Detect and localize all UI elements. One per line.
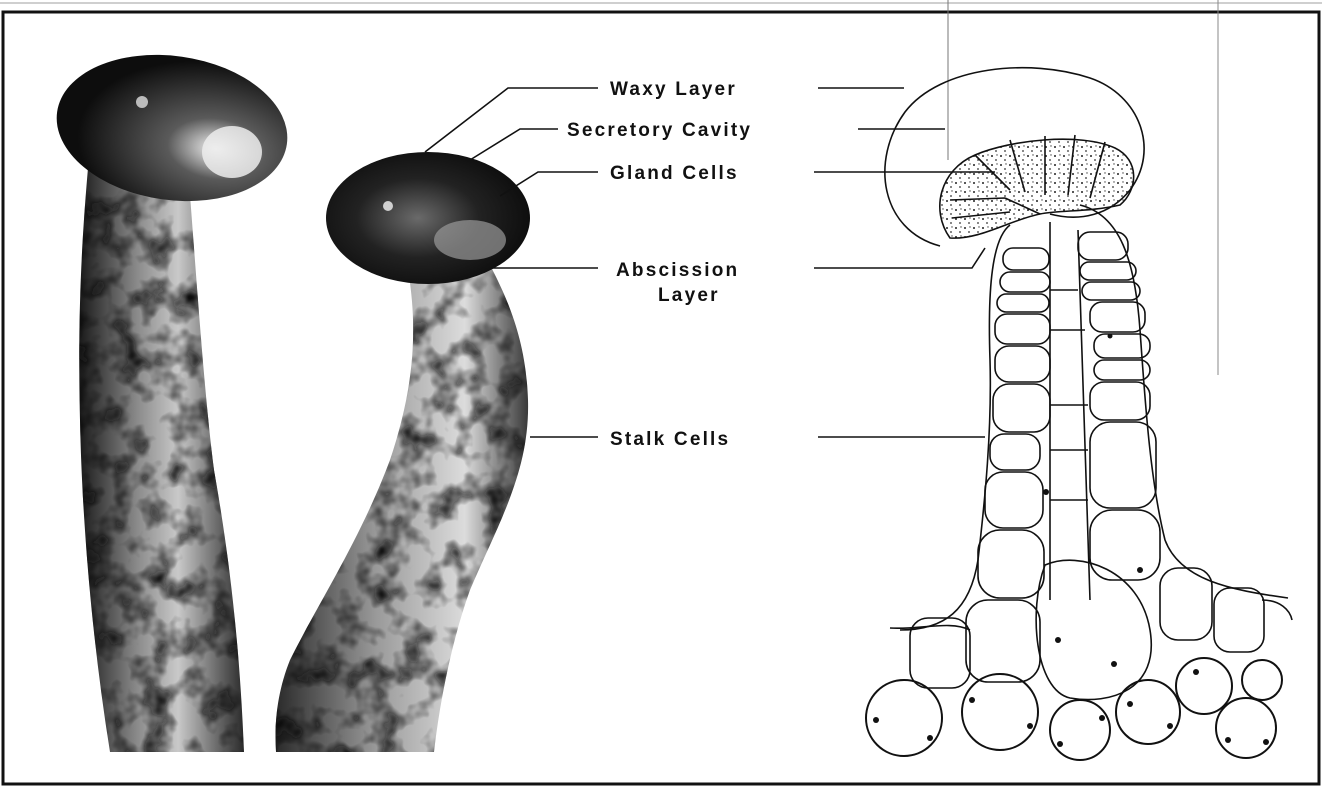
gland-cells-outline	[940, 139, 1134, 238]
gland-head-left-highlight	[202, 126, 262, 178]
stalk-middle-shading	[276, 265, 529, 752]
stalk-cells-right	[1078, 232, 1160, 580]
epidermal-cells	[866, 658, 1282, 760]
leader-gland-cells	[500, 172, 995, 196]
gland-head-middle-reflection	[434, 220, 506, 260]
trichome-photo-middle	[276, 152, 530, 752]
gland-head-left	[47, 41, 297, 216]
label-gland-cells: Gland Cells	[610, 163, 739, 184]
label-abscission-line2: Layer	[658, 285, 720, 306]
label-stalk-cells: Stalk Cells	[610, 429, 730, 450]
label-secretory-cavity: Secretory Cavity	[567, 120, 752, 141]
gland-head-left-speck	[136, 96, 148, 108]
gland-head-middle-speck	[383, 201, 393, 211]
cell-nuclei	[873, 334, 1269, 748]
trichome-photo-left	[47, 41, 297, 752]
gland-head-middle	[326, 152, 530, 284]
label-abscission-line1: Abscission	[616, 260, 739, 281]
stalk-left-shading	[79, 168, 244, 752]
label-waxy-layer: Waxy Layer	[610, 79, 737, 100]
